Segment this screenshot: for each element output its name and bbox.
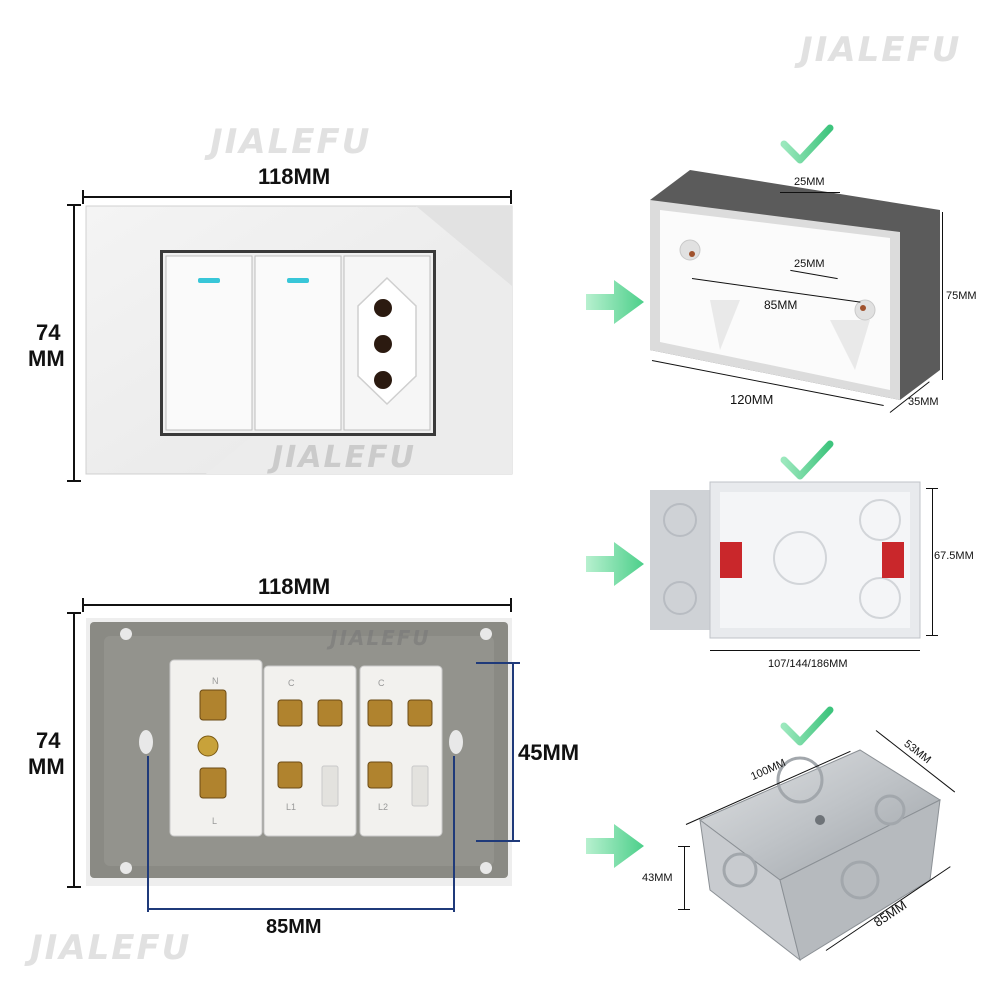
box3-height-tick-top [678,846,690,847]
back-width-tick-left [82,598,84,612]
box-plastic-white [650,481,921,639]
arrow-right-icon [586,542,644,586]
box2-height-label: 67.5MM [934,550,974,562]
front-width-label: 118MM [258,164,331,189]
mount-vertical-label: 45MM [518,740,580,765]
watermark-front-top: JIALEFU [210,122,372,162]
mount-horizontal-tick-right [453,756,455,912]
box3-height-label: 43MM [642,872,673,884]
front-height-tick-bottom [67,480,81,482]
box2-height-tick-top [926,488,938,489]
box2-width-label: 107/144/186MM [768,658,848,670]
back-width-tick-right [510,598,512,612]
box3-height-line [684,846,685,910]
mount-vertical-line [512,662,514,842]
back-width-line [82,604,512,606]
box-metal [699,749,942,962]
mount-horizontal-line [148,908,454,910]
box1-top-label: 25MM [794,176,825,188]
back-width-label: 118MM [258,574,331,599]
box1-width-label: 120MM [730,392,774,407]
box-plastic-grey [650,170,940,400]
back-module-switch-1 [263,665,357,837]
back-height-line [73,612,75,888]
back-height-label-1: 74 [36,728,61,753]
module-text-l: L [212,816,218,826]
arrow-right-icon [586,280,644,324]
box1-inner-label: 25MM [794,258,825,270]
module-text-c2: C [378,678,385,688]
watermark-bottom-left: JIALEFU [30,928,192,968]
watermark-top-right: JIALEFU [800,30,962,70]
back-height-label-2: MM [28,754,65,779]
front-height-label-1: 74 [36,320,61,345]
front-width-line [82,196,512,198]
back-panel-group: 118MM 74 MM JIALEFU N L [0,560,600,950]
front-width-tick-left [82,190,84,204]
box-plastic-white-group: 67.5MM 107/144/186MM [640,480,1000,680]
front-height-label-2: MM [28,346,65,371]
front-panel-group: 118MM 74 MM JIALEF [0,0,560,500]
mount-vertical-tick-bottom [476,840,520,842]
front-height-tick-top [67,204,81,206]
module-text-c1: C [288,678,295,688]
switch-rocker-right[interactable] [254,255,342,431]
box1-depth-label: 35MM [908,396,939,408]
front-height-line [73,204,75,482]
watermark-front-bottom: JIALEFU [272,440,417,475]
check-icon [780,706,834,746]
box-plastic-grey-group: 25MM 25MM 85MM 75MM 120MM 35MM [640,160,1000,430]
box2-height-tick-bottom [926,635,938,636]
watermark-back: JIALEFU [330,626,431,650]
box1-top-line [780,192,840,193]
box1-height-line [942,212,943,380]
module-text-n: N [212,676,219,686]
back-height-tick-top [67,612,81,614]
box2-height-line [932,488,933,636]
box2-width-line [710,650,920,651]
check-icon [780,124,834,164]
mount-horizontal-label: 85MM [266,916,322,938]
module-text-l2: L2 [378,802,389,812]
front-width-tick-right [510,190,512,204]
box1-hole-label: 85MM [764,298,798,312]
box3-height-tick-bottom [678,909,690,910]
box-metal-group: 100MM 53MM 43MM 85MM [640,720,1000,980]
back-module-socket [169,659,263,837]
back-height-tick-bottom [67,886,81,888]
back-module-switch-2 [359,665,443,837]
arrow-right-icon [586,824,644,868]
check-icon [780,440,834,480]
box1-height-label: 75MM [946,290,977,302]
mount-horizontal-tick-left [147,756,149,912]
mount-vertical-tick-top [476,662,520,664]
indicator-led-icon [198,278,220,283]
module-text-l1: L1 [286,802,297,812]
socket-outlet[interactable] [343,255,431,431]
switch-rocker-left[interactable] [165,255,253,431]
